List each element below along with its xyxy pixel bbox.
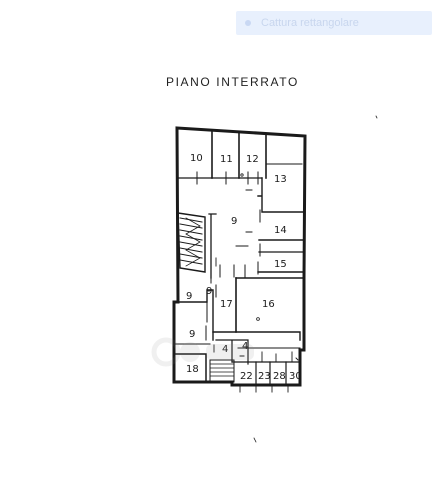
stair-outline [177, 212, 206, 273]
wall [208, 213, 217, 279]
room-label-18: 18 [186, 364, 199, 375]
wall [261, 351, 293, 363]
room-label-10: 10 [190, 153, 203, 164]
room-label-23: 23 [258, 371, 271, 382]
room-label-9-mid: 9 [206, 286, 212, 297]
stair-zigzag [185, 217, 201, 267]
room-label-9-left: 9 [186, 291, 192, 302]
room-label-4-a: 4 [222, 344, 228, 355]
detail [256, 317, 260, 321]
stair-treads [209, 363, 235, 377]
room-label-4-b: 4 [242, 341, 248, 352]
room-label-16: 16 [262, 299, 275, 310]
room-label-17: 17 [220, 299, 233, 310]
stair-outline [209, 359, 235, 383]
wall [255, 361, 287, 386]
room-label-28: 28 [273, 371, 286, 382]
capture-label: Cattura rettangolare [261, 17, 359, 29]
room-label-13: 13 [274, 174, 287, 185]
wall [173, 353, 207, 383]
room-label-14: 14 [274, 225, 287, 236]
wall [177, 289, 214, 341]
detail [239, 385, 289, 393]
door-mark [215, 189, 253, 267]
wall [210, 264, 246, 284]
detail [253, 115, 378, 443]
wall [215, 339, 249, 365]
outer-wall [172, 126, 307, 387]
room-label-9-lower: 9 [189, 329, 195, 340]
capture-icon [245, 20, 251, 26]
wall [212, 331, 301, 341]
door-mark [196, 171, 259, 185]
wall [257, 209, 261, 275]
stair-treads [179, 217, 203, 265]
rectangle-capture-button[interactable]: Cattura rettangolare [236, 11, 432, 35]
room-label-15: 15 [274, 259, 287, 270]
wall [206, 284, 217, 323]
room-label-30: 30 [289, 371, 302, 382]
watermark-logo [151, 337, 254, 367]
room-label-11: 11 [220, 154, 233, 165]
detail [240, 173, 244, 177]
room-label-12: 12 [246, 154, 259, 165]
wall [257, 177, 304, 213]
room-label-22: 22 [240, 371, 253, 382]
plan-title: PIANO INTERRATO [166, 75, 299, 89]
detail [213, 344, 299, 361]
room-label-9-corridor: 9 [231, 216, 237, 227]
